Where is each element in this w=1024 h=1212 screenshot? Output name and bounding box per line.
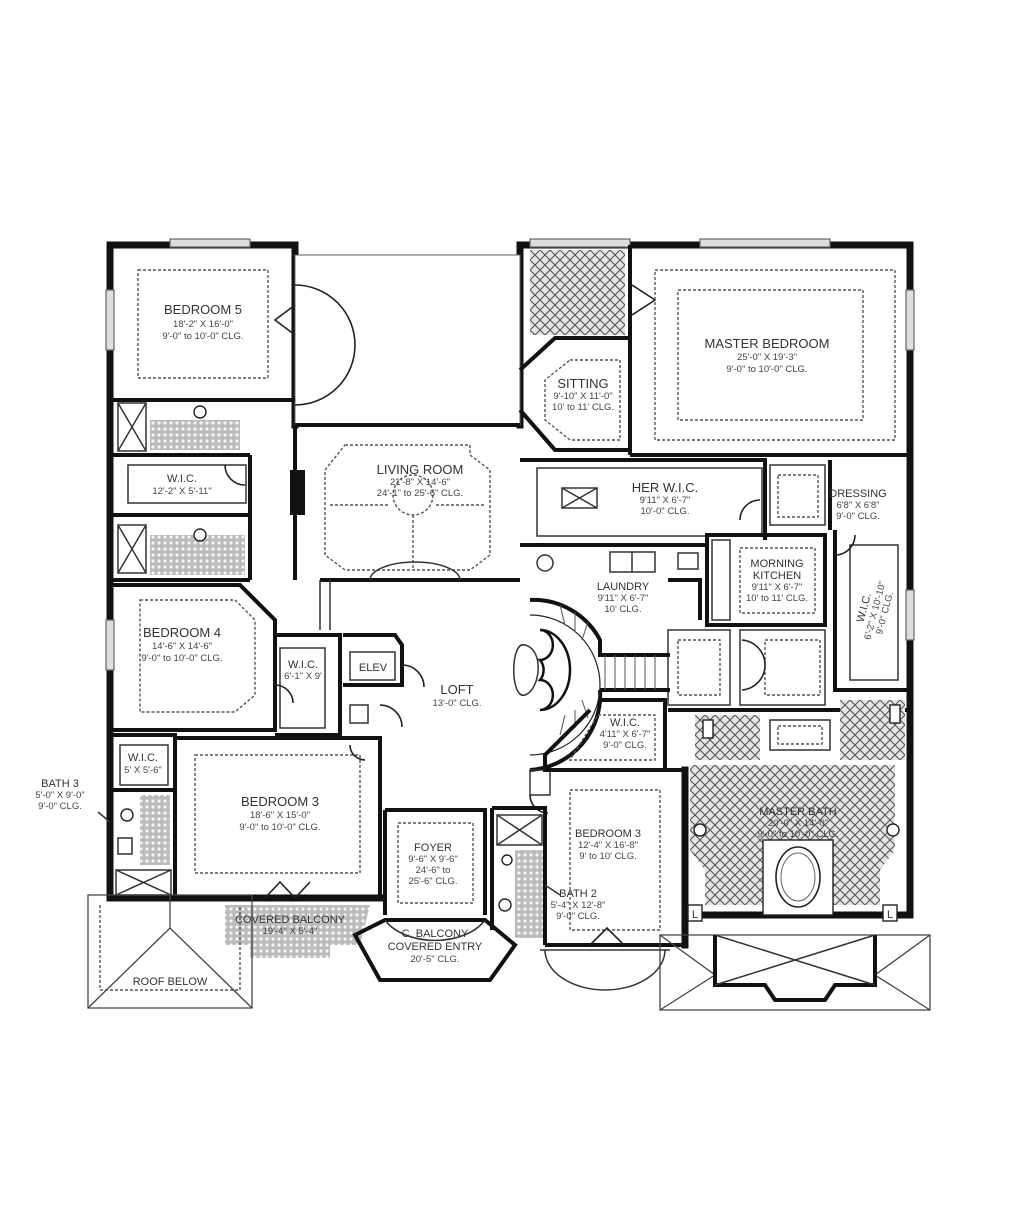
room-bedroom-3-right: BEDROOM 3 12'-4" X 16'-8" 9' to 10' CLG. — [540, 768, 687, 991]
room-covered-entry: C. BALCONY COVERED ENTRY 20'-5" CLG. — [352, 918, 518, 982]
covered-entry-line2: COVERED ENTRY — [388, 941, 483, 953]
room-bath-upper-left — [110, 402, 250, 457]
room-bedroom-5: BEDROOM 5 18'-2" X 16'-0" 9'-0" to 10'-0… — [110, 269, 296, 402]
room-covered-balcony: COVERED BALCONY 19'-4" X 5'-4" — [225, 905, 370, 958]
room-wic-bed4: W.I.C. 6'-1" X 9' — [274, 633, 342, 737]
bedroom-4-name: BEDROOM 4 — [143, 625, 221, 640]
bedroom-3-right-size: 12'-4" X 16'-8" — [578, 840, 638, 851]
bedroom-4-size: 14'-6" X 14'-6" — [152, 641, 212, 652]
living-room-name: LIVING ROOM — [377, 462, 464, 477]
covered-entry-ceiling: 20'-5" CLG. — [410, 954, 459, 965]
room-sitting: SITTING 9'-10" X 11'-0" 10' to 11' CLG. — [518, 245, 657, 455]
room-bedroom-3-left: BEDROOM 3 18'-6" X 15'-0" 9'-0" to 10'-0… — [173, 736, 382, 900]
master-bath-ceiling: 9'-0" to 10'-0" CLG. — [757, 829, 838, 840]
bedroom-3-left-size: 18'-6" X 15'-0" — [250, 810, 310, 821]
morning-kitchen-size: 9'11" X 6'-7" — [752, 582, 803, 593]
room-loft: LOFT 13'-0" CLG. — [319, 580, 482, 709]
room-bath-2: BATH 2 5'-4" X 12'-8" 9'-0" CLG. — [490, 806, 606, 945]
bedroom-5-name: BEDROOM 5 — [164, 302, 242, 317]
wic-bed4-name: W.I.C. — [288, 659, 318, 671]
her-wic-ceiling: 10'-0" CLG. — [640, 506, 689, 517]
foyer-ceiling-line2: 25'-6" CLG. — [408, 876, 457, 887]
morning-kitchen-name-line2: KITCHEN — [753, 570, 801, 582]
wic-bed4-size: 6'-1" X 9' — [284, 671, 322, 682]
room-morning-kitchen: MORNING KITCHEN 9'11" X 6'-7" 10' to 11'… — [705, 533, 827, 627]
bedroom-3-right-ceiling: 9' to 10' CLG. — [579, 851, 637, 862]
morning-kitchen-ceiling: 10' to 11' CLG. — [746, 593, 808, 604]
master-bedroom-size: 25'-0" X 19'-3" — [737, 352, 797, 363]
master-bedroom-name: MASTER BEDROOM — [705, 336, 830, 351]
loft-name: LOFT — [440, 682, 473, 697]
sitting-name: SITTING — [557, 376, 608, 391]
bath-3-name: BATH 3 — [41, 778, 79, 790]
bedroom-3-right-name: BEDROOM 3 — [575, 828, 641, 840]
master-bath-name: MASTER BATH — [759, 806, 836, 818]
bath-2-ceiling: 9'-0" CLG. — [556, 911, 600, 922]
room-her-wic: HER W.I.C. 9'11" X 6'-7" 10'-0" CLG. — [520, 458, 767, 547]
wic-center-ceiling: 9'-0" CLG. — [603, 740, 647, 751]
bedroom-5-size: 18'-2" X 16'-0" — [173, 319, 233, 330]
room-master-bedroom: MASTER BEDROOM 25'-0" X 19'-3" 9'-0" to … — [630, 269, 910, 457]
covered-balcony-size: 19'-4" X 5'-4" — [263, 926, 318, 937]
elevator-label: ELEV — [359, 662, 388, 674]
morning-kitchen-name-line1: MORNING — [750, 558, 803, 570]
master-bedroom-ceiling: 9'-0" to 10'-0" CLG. — [726, 364, 807, 375]
bath-2-name: BATH 2 — [559, 888, 597, 900]
her-wic-name: HER W.I.C. — [632, 480, 698, 495]
covered-balcony-name: COVERED BALCONY — [235, 914, 346, 926]
bedroom-5-ceiling: 9'-0" to 10'-0" CLG. — [162, 331, 243, 342]
linen-mark-right: L — [887, 909, 893, 921]
dressing-ceiling: 9'-0" CLG. — [836, 511, 880, 522]
room-bath-3: BATH 3 5'-0" X 9'-0" 9'-0" CLG. — [35, 778, 172, 896]
bath-3-ceiling: 9'-0" CLG. — [38, 801, 82, 812]
wic-upper-left-size: 12'-2" X 5'-11" — [152, 486, 211, 497]
foyer-ceiling-line1: 24'-6" to — [416, 865, 451, 876]
room-living-room: LIVING ROOM 21'-8" X 14'-6" 24'-1" to 25… — [293, 423, 520, 582]
covered-entry-line1: C. BALCONY — [402, 928, 469, 940]
wic-center-size: 4'11" X 6'-7" — [600, 729, 651, 740]
room-wic-bed3: W.I.C. 5' X 5'-6" — [110, 733, 177, 792]
wic-bed3-size: 5' X 5'-6" — [124, 765, 162, 776]
room-wic-upper-left: W.I.C. 12'-2" X 5'-11" — [110, 455, 252, 580]
laundry-ceiling: 10' CLG. — [604, 604, 641, 615]
roof-below-right — [659, 934, 931, 1011]
bedroom-3-left-ceiling: 9'-0" to 10'-0" CLG. — [239, 822, 320, 833]
bedroom-3-left-name: BEDROOM 3 — [241, 794, 319, 809]
room-dressing: DRESSING 6'8" X 6'8" 9'-0" CLG. — [769, 460, 887, 530]
room-wic-right: W.I.C. 6'-2" X 10'-10" 9'-0" CLG. — [833, 530, 910, 692]
living-room-ceiling: 24'-1" to 25'-6" CLG. — [377, 488, 463, 499]
open-to-below — [294, 254, 521, 426]
room-master-bath: MASTER BATH 20'-0" X 14'-0" 9'-0" to 10'… — [687, 700, 905, 922]
foyer-size: 9'-6" X 9'-6" — [408, 854, 457, 865]
dressing-name: DRESSING — [829, 488, 886, 500]
room-bath-mid-left — [110, 524, 250, 582]
loft-ceiling: 13'-0" CLG. — [432, 698, 481, 709]
closets-center-right — [667, 629, 910, 712]
fireplace — [290, 470, 305, 515]
laundry-size: 9'11" X 6'-7" — [598, 593, 649, 604]
wic-bed3-name: W.I.C. — [128, 752, 158, 764]
master-bath-size: 20'-0" X 14'-0" — [768, 818, 828, 829]
wic-center-name: W.I.C. — [610, 717, 640, 729]
roof-below-left: ROOF BELOW — [87, 894, 253, 1009]
room-foyer: FOYER 9'-6" X 9'-6" 24'-6" to 25'-6" CLG… — [383, 808, 487, 915]
her-wic-size: 9'11" X 6'-7" — [640, 495, 691, 506]
roof-below-label: ROOF BELOW — [133, 976, 208, 988]
linen-mark-left: L — [692, 909, 698, 921]
dressing-size: 6'8" X 6'8" — [836, 500, 879, 511]
sitting-ceiling: 10' to 11' CLG. — [552, 402, 614, 413]
room-laundry: LAUNDRY 9'11" X 6'-7" 10' CLG. — [536, 551, 702, 620]
spiral-staircase — [513, 597, 670, 772]
living-room-size: 21'-8" X 14'-6" — [390, 477, 450, 488]
bath-2-size: 5'-4" X 12'-8" — [551, 900, 606, 911]
room-elevator: ELEV — [343, 633, 425, 728]
foyer-name: FOYER — [414, 842, 452, 854]
bedroom-4-ceiling: 9'-0" to 10'-0" CLG. — [141, 653, 222, 664]
room-bedroom-4: BEDROOM 4 14'-6" X 14'-6" 9'-0" to 10'-0… — [110, 583, 277, 732]
bath-3-size: 5'-0" X 9'-0" — [35, 790, 84, 801]
laundry-name: LAUNDRY — [597, 581, 650, 593]
wic-upper-left-name: W.I.C. — [167, 473, 197, 485]
sitting-size: 9'-10" X 11'-0" — [553, 391, 612, 402]
